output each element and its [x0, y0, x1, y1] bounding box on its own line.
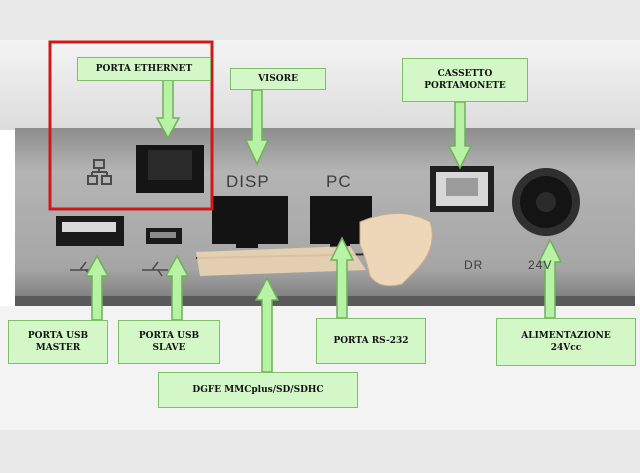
- arrow-usb-slave: [164, 254, 190, 321]
- panel-bottom-edge: [15, 296, 635, 306]
- label-power-supply: ALIMENTAZIONE 24Vcc: [496, 318, 636, 366]
- arrow-usb-master: [84, 254, 110, 321]
- arrow-display: [244, 89, 270, 166]
- label-dgfe-card: DGFE MMCplus/SD/SDHC: [158, 372, 358, 408]
- cable-tie: [359, 213, 433, 287]
- arrow-cash-drawer: [447, 101, 473, 170]
- arrow-ethernet: [155, 79, 181, 140]
- label-cash-drawer: CASSETTO PORTAMONETE: [402, 58, 528, 102]
- usb-slave-port: [146, 228, 182, 244]
- label-usb-slave: PORTA USB SLAVE: [118, 320, 220, 364]
- top-margin-band: [0, 0, 640, 40]
- arrow-rs232: [329, 236, 355, 319]
- cash-drawer-port: [430, 166, 494, 212]
- disp-etched-label: DISP: [226, 172, 270, 191]
- usb-symbol-slave: [142, 261, 168, 277]
- ethernet-highlight-box: [48, 40, 214, 211]
- arrow-power: [537, 238, 563, 319]
- label-ethernet-port: PORTA ETHERNET: [77, 57, 211, 81]
- label-rs232-port: PORTA RS-232: [316, 318, 426, 364]
- dr-etched-label: DR: [464, 258, 484, 272]
- label-display: VISORE: [230, 68, 326, 90]
- bottom-margin-band: [0, 430, 640, 473]
- display-port: [212, 196, 288, 248]
- pc-etched-label: PC: [326, 172, 352, 191]
- volt-etched-label: 24V: [528, 258, 553, 272]
- power-socket: [512, 168, 580, 236]
- label-usb-master: PORTA USB MASTER: [8, 320, 108, 364]
- sd-card-cover: [196, 246, 366, 276]
- network-icon: [87, 159, 112, 185]
- ethernet-port: [136, 145, 204, 193]
- usb-master-port: [56, 216, 124, 246]
- arrow-dgfe: [254, 276, 280, 373]
